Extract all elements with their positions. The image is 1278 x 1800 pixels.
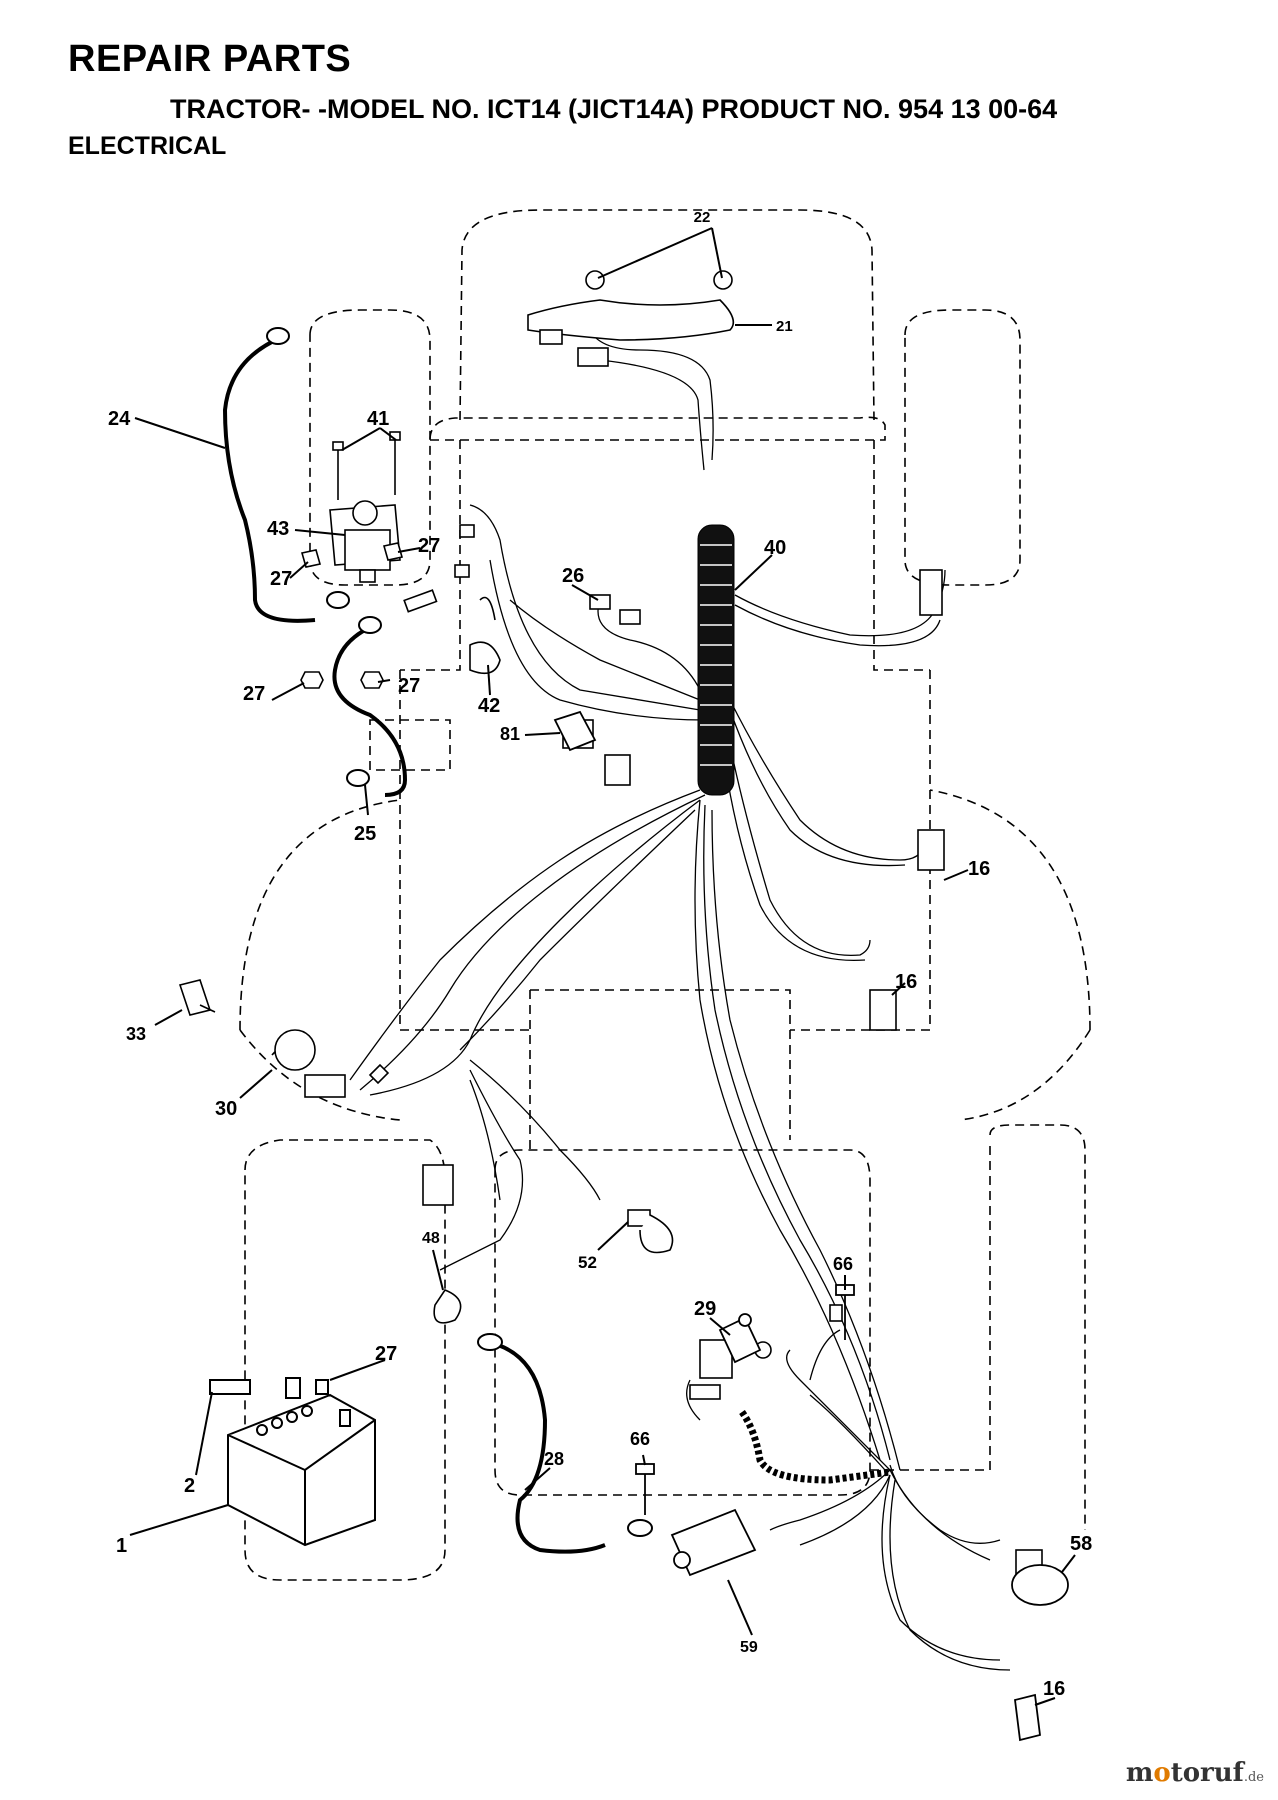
small-components	[553, 710, 1069, 1742]
callout-27-d: 27	[398, 675, 420, 697]
callout-27-c: 27	[243, 683, 265, 705]
section-title: ELECTRICAL	[68, 132, 227, 160]
callout-33: 33	[126, 1024, 146, 1044]
callout-27-a: 27	[418, 535, 440, 557]
leader-lines	[129, 227, 1076, 1706]
coiled-wire	[739, 1409, 891, 1484]
callout-16-b: 16	[895, 971, 917, 993]
callout-16-c: 16	[1043, 1678, 1065, 1700]
connectors	[271, 524, 1043, 1591]
callout-52: 52	[578, 1253, 597, 1272]
callout-22: 22	[694, 209, 711, 226]
battery-cables	[222, 336, 606, 1554]
wire-harness	[349, 329, 1011, 1671]
callout-42: 42	[478, 695, 500, 717]
model-line: TRACTOR- -MODEL NO. ICT14 (JICT14A) PROD…	[170, 94, 1058, 124]
loom-ribs	[700, 544, 732, 766]
callout-28: 28	[544, 1449, 564, 1469]
callout-40: 40	[764, 537, 786, 559]
tractor-outline	[239, 209, 1091, 1581]
callout-29: 29	[694, 1298, 716, 1320]
callout-27-b: 27	[270, 568, 292, 590]
callout-66-a: 66	[833, 1254, 853, 1274]
callout-58: 58	[1070, 1533, 1092, 1555]
headlight-assembly	[527, 270, 735, 367]
callout-26: 26	[562, 565, 584, 587]
callout-48: 48	[422, 1230, 440, 1247]
battery	[209, 1377, 376, 1547]
callout-66-b: 66	[630, 1429, 650, 1449]
callout-81: 81	[500, 724, 520, 744]
callout-27-e: 27	[375, 1343, 397, 1365]
callout-30: 30	[215, 1098, 237, 1120]
callout-labels: 22 21 24 41 43 27 27 27 27 40 26 42 81 2…	[108, 209, 1092, 1700]
solenoid	[300, 431, 404, 689]
ignition-key	[178, 979, 216, 1016]
callout-1: 1	[116, 1535, 127, 1557]
page-title: REPAIR PARTS	[68, 38, 352, 80]
ring-terminals	[266, 327, 653, 1537]
callout-25: 25	[354, 823, 376, 845]
callout-16-a: 16	[968, 858, 990, 880]
wire-loom	[697, 524, 735, 796]
callout-59: 59	[740, 1639, 758, 1656]
callout-24: 24	[108, 408, 131, 430]
callout-21: 21	[776, 318, 793, 335]
watermark-logo: motoruf.de	[1125, 1758, 1264, 1788]
callout-43: 43	[267, 518, 289, 540]
callout-2: 2	[184, 1475, 195, 1497]
callout-41: 41	[367, 408, 389, 430]
